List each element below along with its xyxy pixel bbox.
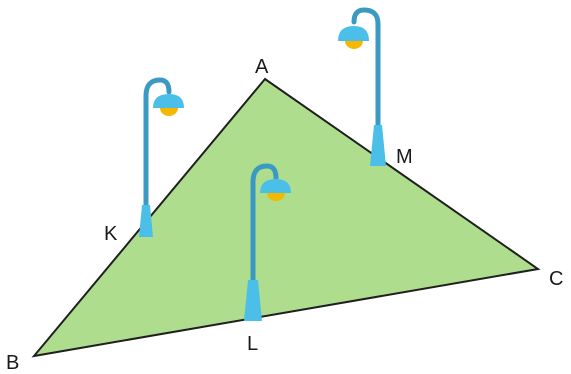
vertex-label-c: C <box>549 268 563 290</box>
street-lamp-icon-m <box>338 7 386 166</box>
vertex-label-a: A <box>255 56 269 78</box>
street-lamp-icon-k <box>139 77 184 237</box>
point-label-k: K <box>104 223 118 245</box>
street-lamp-icon-l <box>244 163 291 321</box>
vertex-label-b: B <box>6 352 19 374</box>
triangle-abc <box>31 77 541 358</box>
point-label-l: L <box>247 333 258 355</box>
point-label-m: M <box>396 146 413 168</box>
